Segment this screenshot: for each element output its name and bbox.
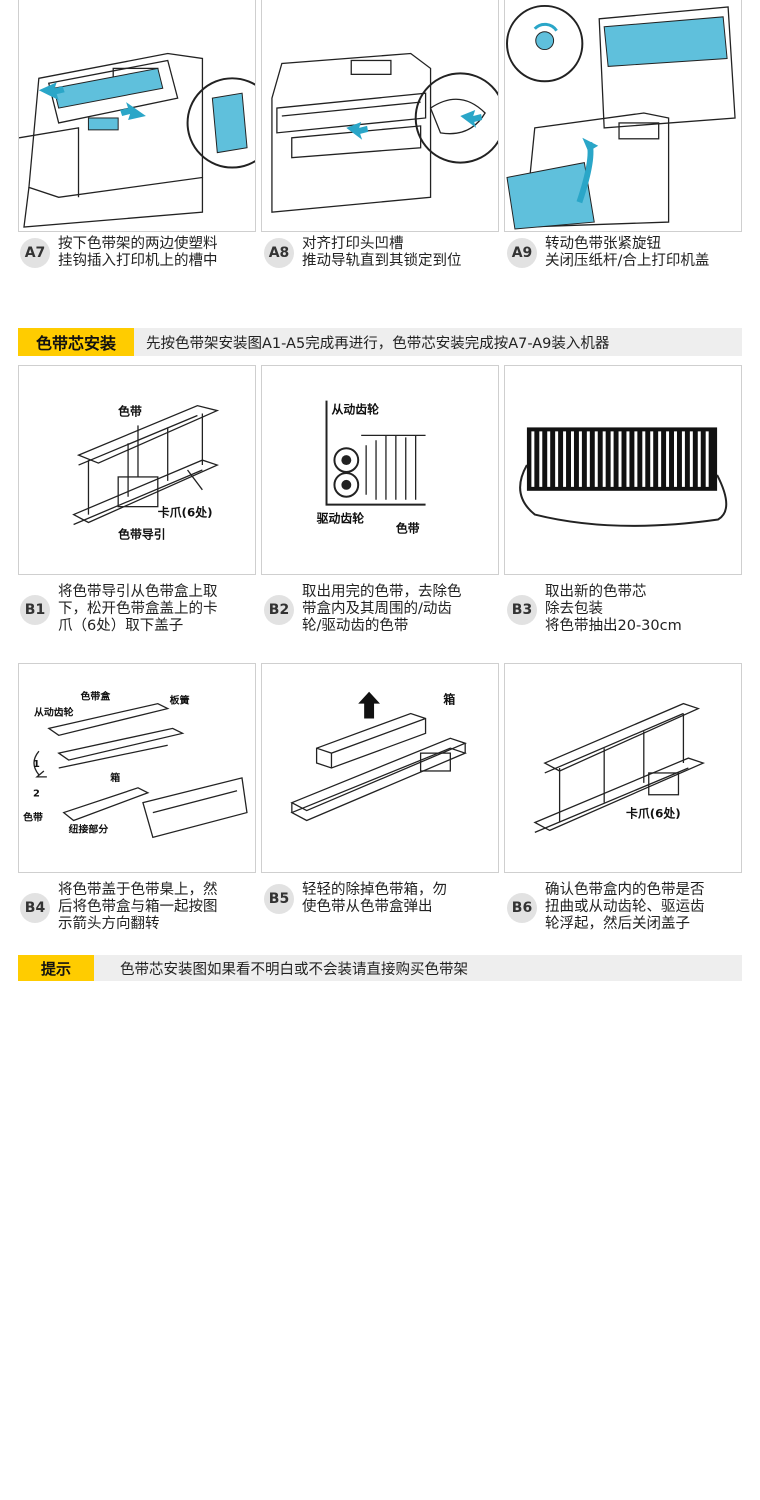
label-ribbon: 色带: [396, 521, 420, 535]
label-driven-gear: 从动齿轮: [34, 706, 74, 719]
step-a7: A7 按下色带架的两边使塑料 挂钩插入打印机上的槽中: [20, 236, 256, 270]
step-a9: A9 转动色带张紧旋钮 关闭压纸杆/合上打印机盖: [507, 236, 743, 270]
printer-a9-illustration: [506, 4, 736, 230]
label-step-1: 1: [33, 759, 40, 770]
label-driven-gear: 从动齿轮: [331, 403, 379, 417]
section-tag: 色带芯安装: [18, 328, 134, 356]
step-b1: B1 将色带导引从色带盒上取 下，松开色带盒盖上的卡 爪（6处）取下盖子: [20, 584, 256, 635]
figure-b4: 从动齿轮 色带盒 板簧 箱 色带 纽接部分 1 2: [18, 663, 256, 873]
label-drive-gear: 驱动齿轮: [317, 511, 365, 525]
figure-a7: [18, 0, 256, 232]
label-cartridge: 色带盒: [81, 690, 111, 703]
step-badge: B2: [264, 594, 294, 625]
cartridge-b1-illustration: 色带 卡爪(6处) 色带导引: [72, 405, 220, 541]
step-badge: B1: [20, 594, 50, 625]
step-badge: A8: [264, 238, 294, 268]
step-badge: B6: [507, 892, 537, 923]
section-description: 先按色带架安装图A1-A5完成再进行，色带芯安装完成按A7-A9装入机器: [146, 335, 610, 352]
cartridge-b2-illustration: 从动齿轮 驱动齿轮 色带: [317, 400, 426, 535]
step-b6: B6 确认色带盒内的色带是否 扭曲或从动齿轮、驱运齿 轮浮起，然后关闭盖子: [507, 882, 743, 933]
label-ribbon: 色带: [118, 405, 142, 419]
tip-tag: 提示: [18, 955, 94, 981]
step-badge: B5: [264, 884, 294, 914]
figure-b3: [504, 365, 742, 575]
step-text: 对齐打印头凹槽 推动导轨直到其锁定到位: [302, 236, 462, 269]
ribbon-b3-illustration: [519, 427, 728, 527]
step-badge: A7: [20, 238, 50, 268]
label-spring: 板簧: [170, 694, 190, 707]
step-text: 确认色带盒内的色带是否 扭曲或从动齿轮、驱运齿 轮浮起，然后关闭盖子: [545, 882, 705, 932]
label-claw: 卡爪(6处): [626, 807, 681, 821]
step-text: 取出新的色带芯 除去包装 将色带抽出20-30cm: [545, 584, 682, 634]
step-text: 将色带盖于色带臬上，然 后将色带盒与箱一起按图 示箭头方向翻转: [58, 882, 218, 932]
step-badge: A9: [507, 238, 537, 268]
label-box: 箱: [443, 693, 455, 707]
label-box: 箱: [110, 771, 120, 784]
figure-a9: [504, 0, 742, 232]
figure-a8: [261, 0, 499, 232]
step-text: 转动色带张紧旋钮 关闭压纸杆/合上打印机盖: [545, 236, 710, 269]
step-badge: B3: [507, 594, 537, 625]
cartridge-b4-illustration: 从动齿轮 色带盒 板簧 箱 色带 纽接部分 1 2: [23, 690, 248, 839]
step-text: 将色带导引从色带盒上取 下，松开色带盒盖上的卡 爪（6处）取下盖子: [58, 584, 218, 634]
step-text: 取出用完的色带，去除色 带盒内及其周围的/动齿 轮/驱动齿的色带: [302, 584, 462, 634]
cartridge-b6-illustration: 卡爪(6处): [533, 702, 706, 833]
figure-b5: 箱: [261, 663, 499, 873]
step-b5: B5 轻轻的除掉色带箱，勿 使色带从色带盒弹出: [264, 882, 500, 916]
figure-b2: 从动齿轮 驱动齿轮 色带: [261, 365, 499, 575]
figure-b1: 色带 卡爪(6处) 色带导引: [18, 365, 256, 575]
step-b4: B4 将色带盖于色带臬上，然 后将色带盒与箱一起按图 示箭头方向翻转: [20, 882, 256, 933]
label-joint: 纽接部分: [69, 822, 109, 835]
step-badge: B4: [20, 892, 50, 923]
step-b2: B2 取出用完的色带，去除色 带盒内及其周围的/动齿 轮/驱动齿的色带: [264, 584, 500, 635]
tip-bar: 提示 色带芯安装图如果看不明白或不会装请直接购买色带架: [18, 955, 742, 981]
label-claw: 卡爪(6处): [158, 506, 213, 520]
cartridge-b5-illustration: 箱: [290, 691, 467, 822]
step-a8: A8 对齐打印头凹槽 推动导轨直到其锁定到位: [264, 236, 500, 270]
step-text: 轻轻的除掉色带箱，勿 使色带从色带盒弹出: [302, 882, 447, 915]
figure-b6: 卡爪(6处): [504, 663, 742, 873]
label-step-2: 2: [33, 789, 40, 800]
section-header-bar: 色带芯安装 先按色带架安装图A1-A5完成再进行，色带芯安装完成按A7-A9装入…: [18, 328, 742, 356]
tip-text: 色带芯安装图如果看不明白或不会装请直接购买色带架: [120, 961, 468, 978]
label-ribbon: 色带: [23, 810, 43, 823]
step-b3: B3 取出新的色带芯 除去包装 将色带抽出20-30cm: [507, 584, 743, 635]
printer-a8-illustration: [271, 52, 498, 213]
step-text: 按下色带架的两边使塑料 挂钩插入打印机上的槽中: [58, 236, 218, 269]
label-guide: 色带导引: [118, 527, 166, 541]
printer-a7-illustration: [19, 52, 255, 228]
